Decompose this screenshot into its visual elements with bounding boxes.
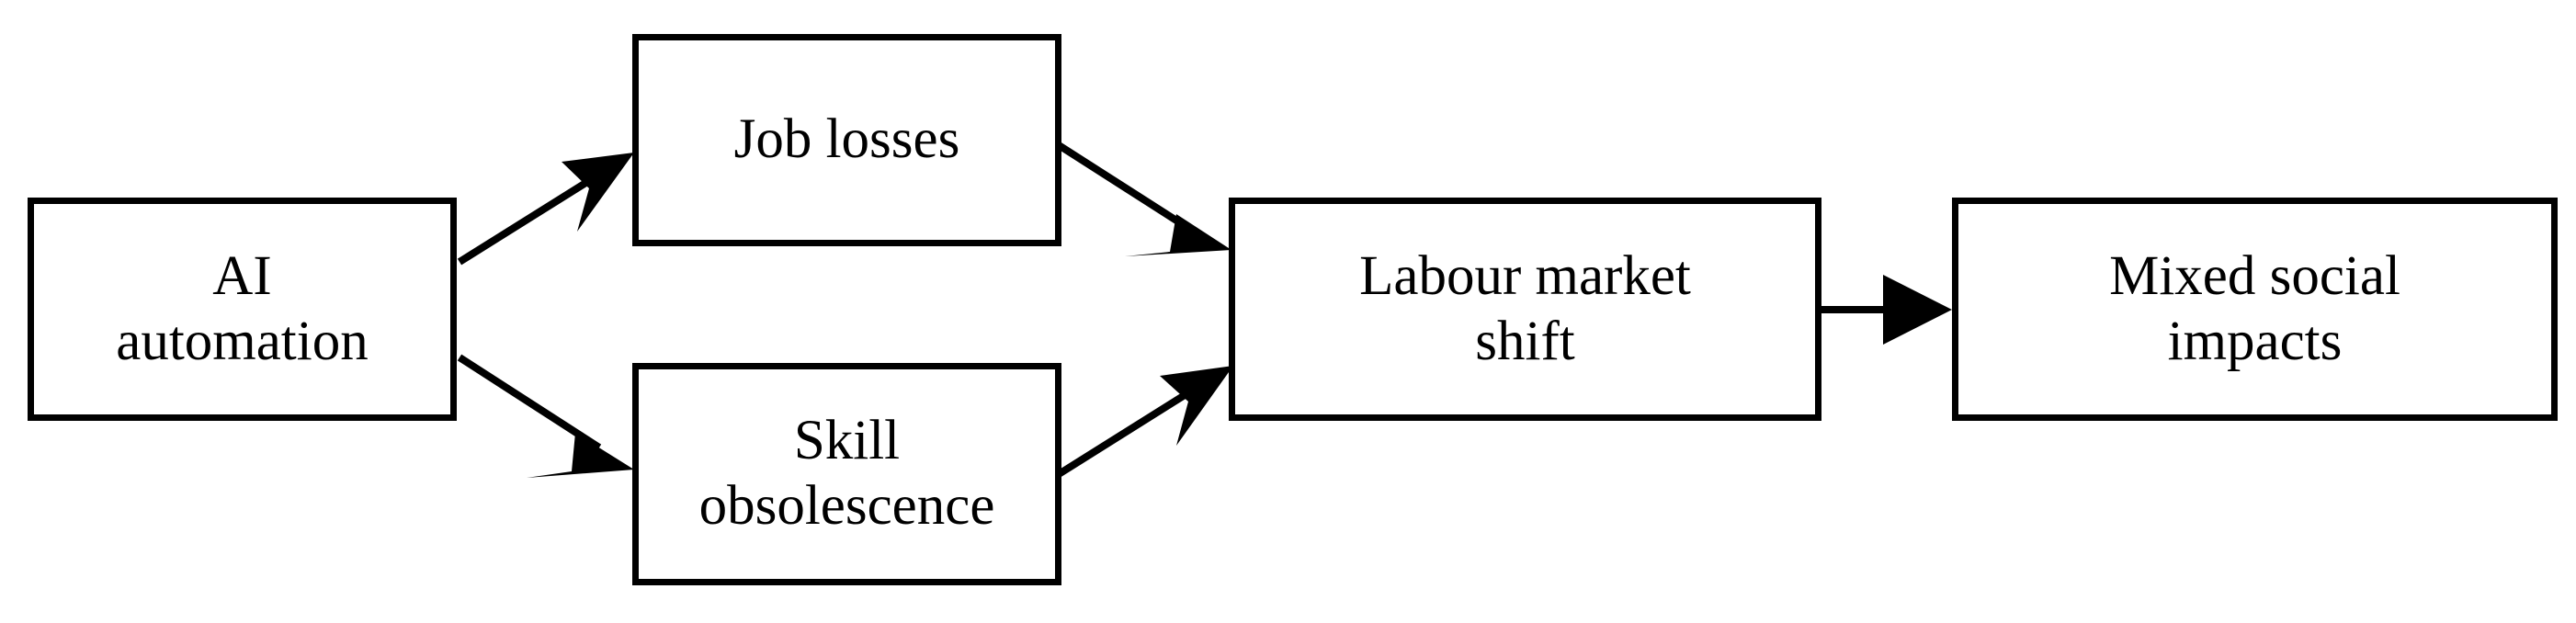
node-mixed-social-impacts-label: Mixed social impacts — [2109, 244, 2400, 372]
node-ai-automation-label: AI automation — [116, 244, 369, 372]
edge-ai-automation-to-job-losses — [457, 153, 634, 266]
node-job-losses[interactable]: Job losses — [632, 34, 1061, 246]
node-skill-obsolescence[interactable]: Skill obsolescence — [632, 363, 1061, 585]
node-labour-market-shift-label: Labour market shift — [1359, 244, 1691, 372]
node-skill-obsolescence-label: Skill obsolescence — [698, 410, 995, 537]
edge-ai-automation-to-skill-obsolescence — [457, 354, 634, 478]
node-ai-automation[interactable]: AI automation — [28, 198, 457, 421]
edge-job-losses-to-labour-market — [1056, 142, 1231, 256]
edge-labour-market-to-mixed-impacts — [1821, 275, 1952, 345]
node-labour-market-shift[interactable]: Labour market shift — [1229, 198, 1821, 421]
node-mixed-social-impacts[interactable]: Mixed social impacts — [1952, 198, 2558, 421]
edge-skill-obsolescence-to-labour-market — [1056, 366, 1233, 478]
node-job-losses-label: Job losses — [733, 108, 960, 171]
